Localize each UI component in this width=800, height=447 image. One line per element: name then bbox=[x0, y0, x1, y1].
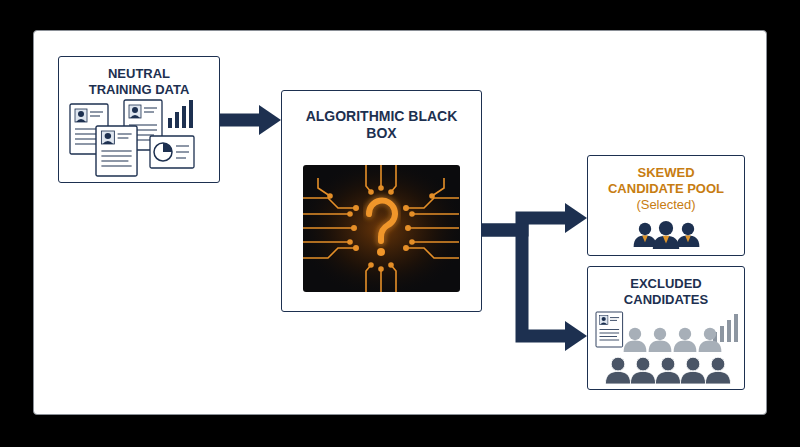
node-title: ALGORITHMIC BLACK BOX bbox=[289, 108, 474, 142]
node-subtitle: (Selected) bbox=[636, 197, 695, 213]
black-box-illustration bbox=[303, 165, 460, 292]
excluded-people-icons bbox=[649, 328, 672, 352]
excluded-people-icons bbox=[624, 328, 647, 352]
black-box-illustration bbox=[303, 165, 459, 292]
pie-chart-card bbox=[150, 136, 194, 168]
selected-people-icons bbox=[634, 223, 657, 247]
excluded-people-icons bbox=[624, 328, 722, 352]
black-box-illustration bbox=[303, 165, 460, 292]
black-box-illustration bbox=[303, 178, 358, 258]
pie-chart-card bbox=[176, 146, 189, 158]
grey-bar-chart bbox=[713, 314, 738, 342]
excluded-people-icons bbox=[605, 357, 630, 384]
training-data-icons bbox=[96, 126, 137, 176]
selected-people-icons bbox=[663, 236, 670, 244]
excluded-people-icons bbox=[596, 312, 623, 347]
pie-chart-card bbox=[150, 136, 194, 168]
pie-chart-card bbox=[154, 143, 172, 161]
grey-bar-chart bbox=[720, 326, 724, 342]
selected-people-icons bbox=[642, 236, 648, 243]
black-box-illustration bbox=[404, 178, 459, 258]
grey-bar-chart bbox=[727, 320, 731, 342]
bar-chart-icon bbox=[189, 100, 193, 128]
selected-people-icons bbox=[677, 223, 700, 247]
question-mark-symbol bbox=[369, 200, 395, 241]
bar-chart-icon bbox=[175, 112, 179, 128]
flow-arrow bbox=[220, 114, 259, 127]
excluded-people-icons bbox=[630, 357, 655, 384]
pie-chart-card bbox=[163, 143, 172, 152]
black-box-illustration bbox=[366, 263, 396, 292]
excluded-people-icons bbox=[674, 328, 697, 352]
bar-chart-icon bbox=[182, 106, 186, 128]
selected-people-icons bbox=[653, 221, 679, 249]
output-box: EXCLUDED CANDIDATES bbox=[587, 266, 745, 390]
question-mark-symbol bbox=[369, 200, 395, 241]
black-box-illustration bbox=[303, 165, 460, 292]
data-source-box: NEUTRAL TRAINING DATA bbox=[58, 56, 220, 183]
bar-chart-icon bbox=[168, 100, 193, 128]
node-title: SKEWED CANDIDATE POOL bbox=[598, 165, 734, 197]
output-box: SKEWED CANDIDATE POOL(Selected) bbox=[587, 155, 745, 256]
excluded-people-icons bbox=[699, 328, 722, 352]
black-box-illustration bbox=[366, 165, 396, 194]
question-mark-symbol bbox=[369, 200, 395, 256]
selected-people-icons bbox=[634, 221, 700, 249]
flow-arrow bbox=[482, 230, 565, 336]
training-data-icons bbox=[70, 100, 194, 176]
excluded-people-icons bbox=[655, 357, 680, 384]
node-title: EXCLUDED CANDIDATES bbox=[610, 276, 722, 308]
excluded-people-icons bbox=[680, 357, 705, 384]
excluded-people-icons bbox=[705, 357, 730, 384]
excluded-people-icons bbox=[596, 312, 738, 384]
grey-bar-chart bbox=[734, 314, 738, 342]
process-box: ALGORITHMIC BLACK BOX bbox=[281, 90, 482, 312]
bar-chart-icon bbox=[168, 118, 172, 128]
question-mark-symbol bbox=[377, 248, 385, 256]
excluded-people-icons bbox=[605, 357, 730, 384]
node-title: NEUTRAL TRAINING DATA bbox=[77, 66, 201, 98]
selected-people-icons bbox=[685, 236, 691, 243]
